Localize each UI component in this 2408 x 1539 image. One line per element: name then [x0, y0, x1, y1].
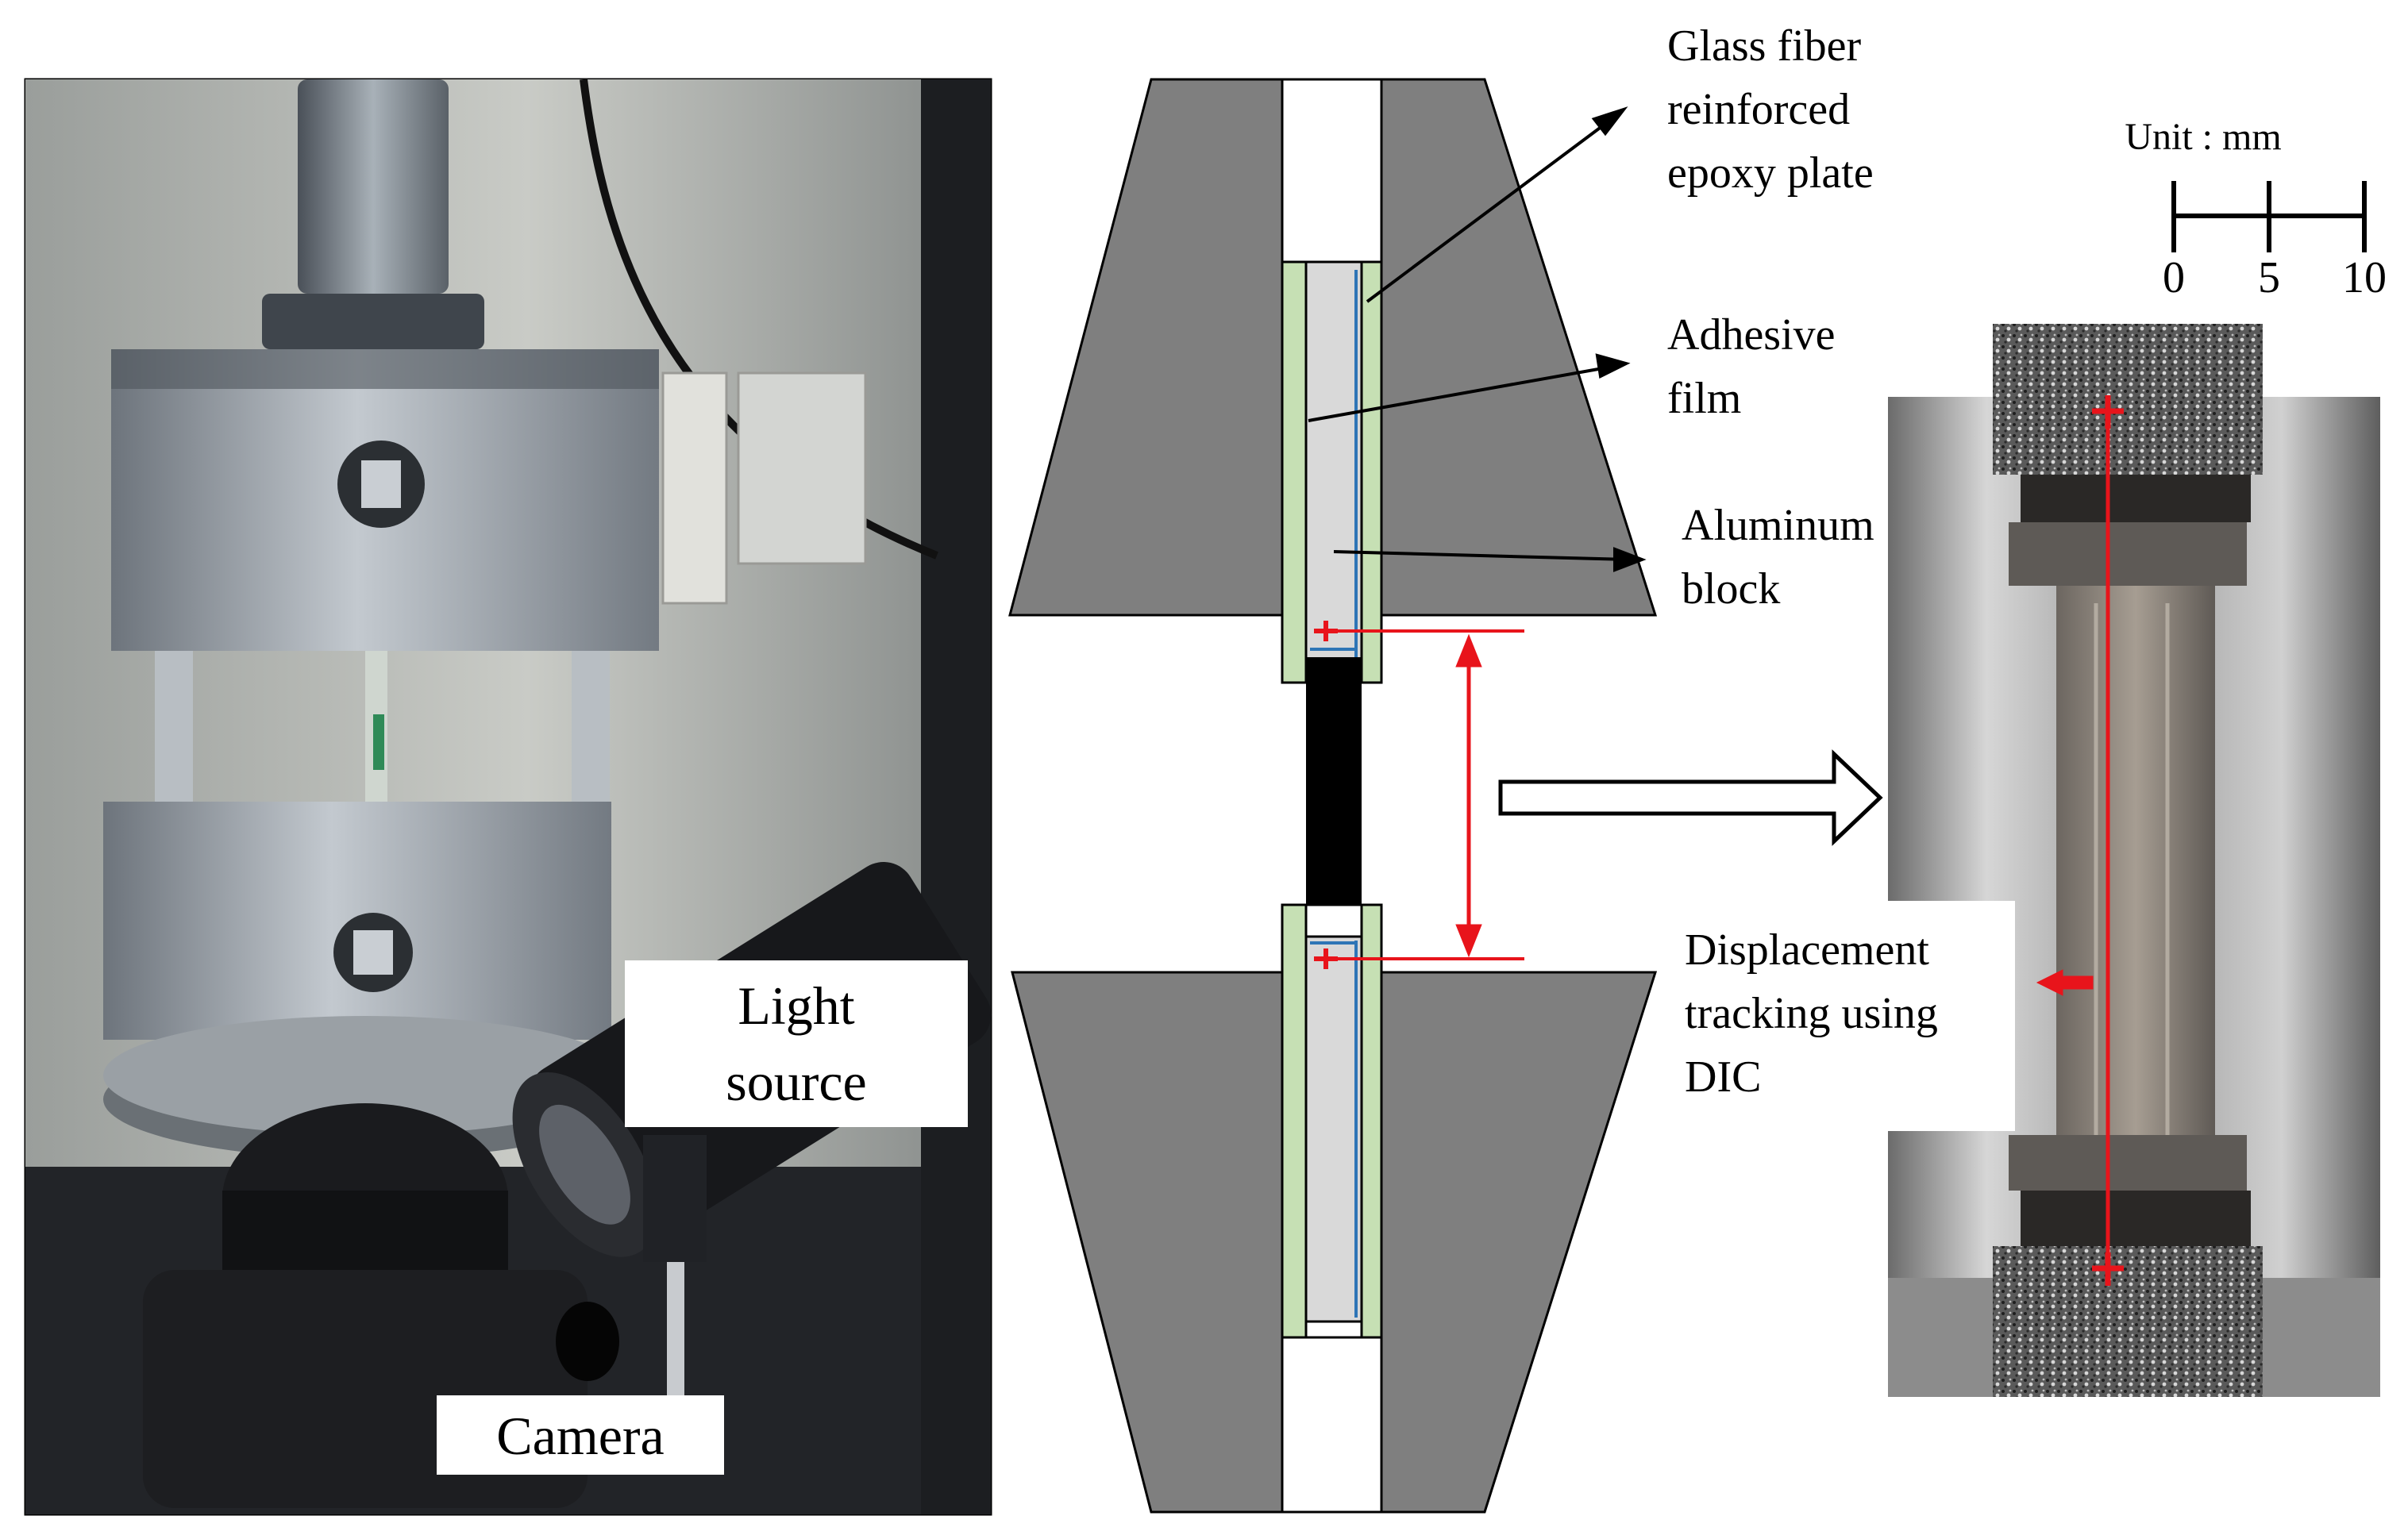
scale-tick-0: 0 [2163, 253, 2185, 302]
glass-fiber-label-line2: reinforced [1667, 85, 1850, 134]
dic-specimen-strip [2056, 586, 2215, 1189]
schematic: Glass fiber reinforced epoxy plate Adhes… [1008, 21, 1883, 1514]
glass-fiber-label-line3: epoxy plate [1667, 148, 1874, 198]
upper-left-gfrp-plate [1281, 260, 1308, 684]
test-setup-photo: Light source Camera [24, 78, 992, 1516]
lower-right-gfrp-plate [1360, 903, 1383, 1339]
dic-label-box [1674, 901, 2015, 1131]
upper-aluminum-block [1304, 260, 1363, 660]
light-source-label-box [625, 960, 968, 1127]
specimen [1306, 657, 1362, 952]
dic-image: Displacement tracking using DIC [1674, 324, 2380, 1397]
lower-aluminum-block [1304, 935, 1363, 1323]
dic-label-line2: tracking using [1685, 989, 1938, 1038]
dic-label-line1: Displacement [1685, 925, 1929, 975]
scale-unit-label: Unit : mm [2125, 116, 2281, 158]
upper-right-gfrp-plate [1360, 260, 1383, 684]
light-source-label-line1: Light [738, 975, 854, 1036]
aluminum-label-line2: block [1682, 564, 1780, 614]
camera-label: Camera [496, 1406, 664, 1466]
adhesive-label-line1: Adhesive [1667, 310, 1836, 360]
light-source-label-line2: source [726, 1052, 866, 1112]
dic-tracking-markers [2036, 395, 2124, 1286]
scale-bar: Unit : mm 0 5 10 [2125, 116, 2387, 302]
hollow-arrow [1498, 749, 1883, 846]
scale-tick-10: 10 [2342, 253, 2387, 302]
gauge-length-marks [1314, 621, 1524, 969]
adhesive-label-line2: film [1667, 374, 1741, 423]
camera-label-box [437, 1395, 724, 1475]
dic-label-line3: DIC [1685, 1052, 1761, 1102]
scale-tick-5: 5 [2258, 253, 2280, 302]
leader-arrows [1308, 106, 1647, 572]
aluminum-label-line1: Aluminum [1682, 501, 1874, 550]
load-cell [298, 79, 449, 294]
lower-left-gfrp-plate [1281, 903, 1308, 1339]
glass-fiber-label-line1: Glass fiber [1667, 21, 1862, 71]
